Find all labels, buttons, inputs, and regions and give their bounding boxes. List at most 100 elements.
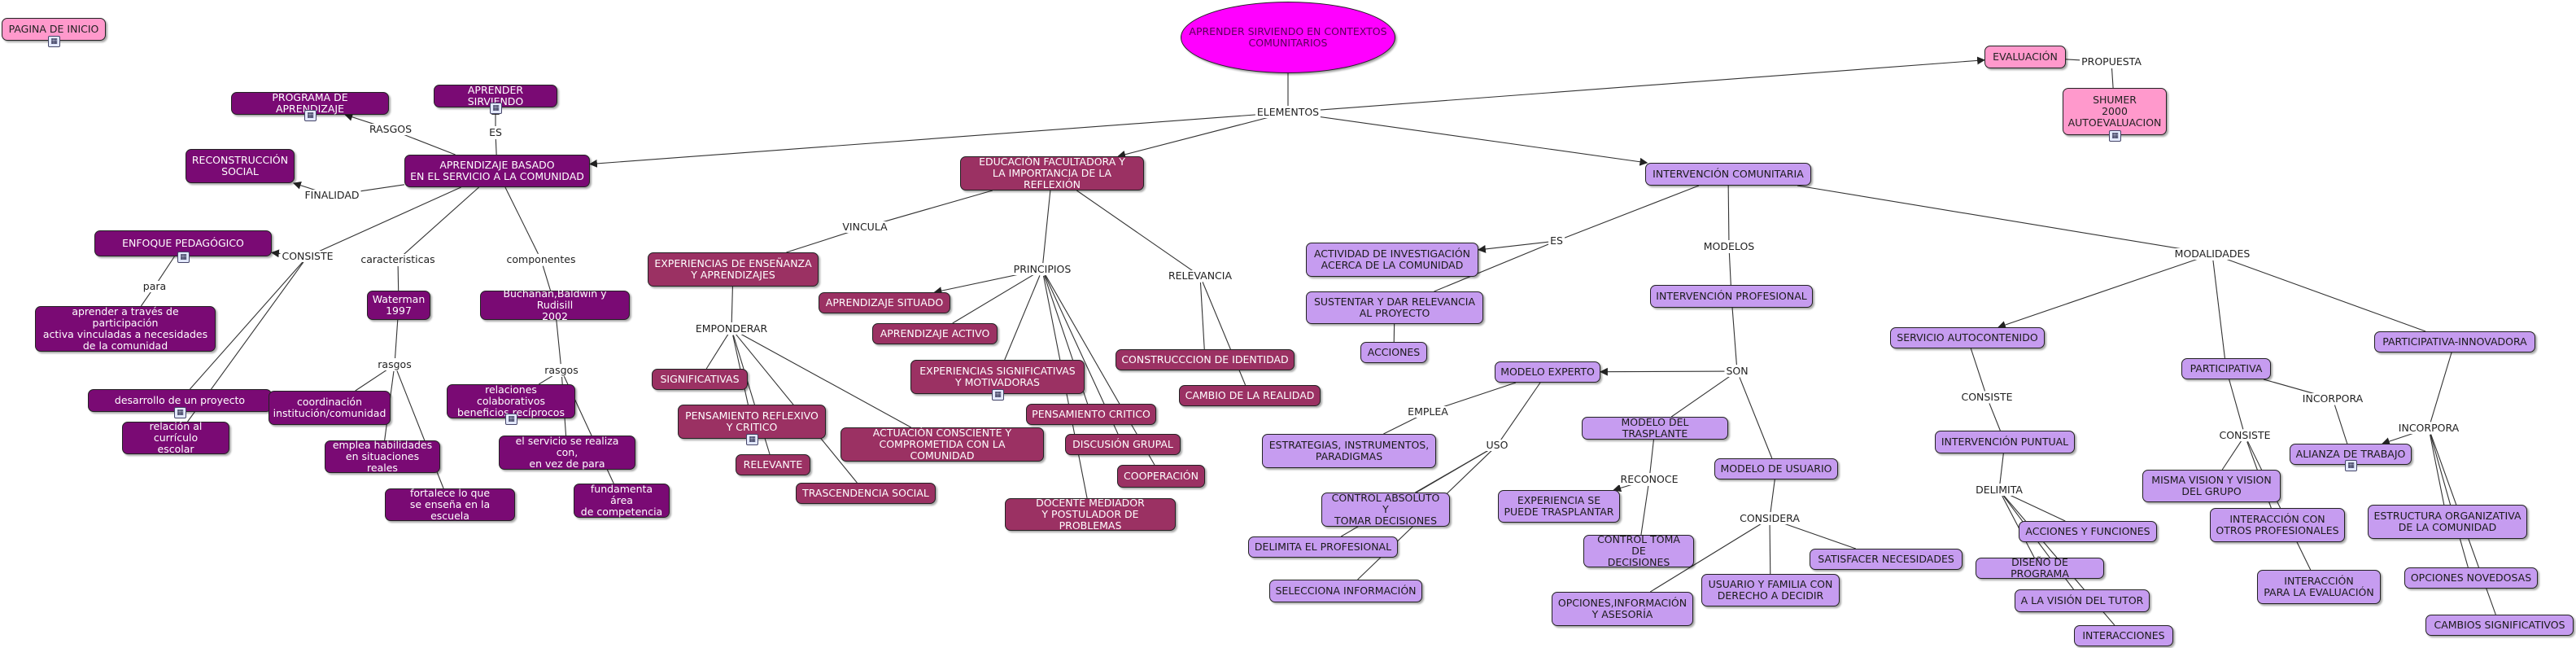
connector-line [504,186,539,255]
concept-node-inicio[interactable]: PAGINA DE INICIO [2,18,106,41]
attachment-icon[interactable]: ▦ [174,407,186,418]
concept-node-expsep[interactable]: EXPERIENCIA SE PUEDE TRASPLANTAR [1498,490,1620,523]
concept-node-edufac[interactable]: EDUCACIÓN FACULTADORA Y LA IMPORTANCIA D… [960,156,1144,190]
concept-node-selecc[interactable]: SELECCIONA INFORMACIÓN [1269,580,1422,602]
concept-node-modtras[interactable]: MODELO DEL TRASPLANTE [1582,417,1728,440]
concept-node-emplea[interactable]: emplea habilidades en situaciones reales [325,440,440,474]
attachment-icon[interactable]: ▦ [505,414,517,425]
concept-node-cambsig[interactable]: CAMBIOS SIGNIFICATIVOS [2425,615,2574,636]
connector-line [2229,379,2244,430]
concept-node-accfunc[interactable]: ACCIONES Y FUNCIONES [2019,521,2157,542]
concept-node-penscrit[interactable]: PENSAMIENTO CRITICO [1026,404,1156,425]
attachment-icon[interactable]: ▦ [177,252,190,263]
concept-node-docente[interactable]: DOCENTE MEDIADOR Y POSTULADOR DE PROBLEM… [1005,497,1176,532]
connector-line [736,331,911,428]
concept-node-evaluacion[interactable]: EVALUACIÓN [1984,46,2066,68]
concept-node-inteval[interactable]: INTERACCIÓN PARA LA EVALUACIÓN [2257,570,2381,604]
concept-node-relev[interactable]: RELEVANTE [736,454,810,475]
concept-node-usufam[interactable]: USUARIO Y FAMILIA CON DERECHO A DECIDIR [1701,574,1840,606]
connector-line [394,319,399,359]
link-label-para: para [141,280,168,292]
connector-line [2002,495,2035,558]
concept-node-pensref[interactable]: PENSAMIENTO REFLEXIVO Y CRITICO [678,405,826,439]
concept-node-particip[interactable]: PARTICIPATIVA [2181,358,2271,379]
connector-line [705,334,729,370]
concept-node-trasc[interactable]: TRASCENDENCIA SOCIAL [796,483,936,504]
concept-node-servreal[interactable]: el servicio se realiza con, en vez de pa… [499,436,635,470]
concept-node-apact[interactable]: APRENDIZAJE ACTIVO [872,323,998,344]
concept-node-vistutor[interactable]: A LA VISIÓN DEL TUTOR [2015,589,2150,612]
concept-node-controlabs[interactable]: CONTROL ABSOLUTO Y TOMAR DECISIONES [1321,493,1450,527]
link-label-uso: USO [1484,439,1510,451]
concept-node-fundam[interactable]: fundamenta área de competencia [574,484,670,518]
concept-node-delimita[interactable]: DELIMITA EL PROFESIONAL [1248,536,1398,558]
concept-node-prog[interactable]: PROGRAMA DE APRENDIZAJE [231,92,389,115]
concept-node-recon[interactable]: RECONSTRUCCIÓN SOCIAL [186,149,295,183]
concept-node-apsit[interactable]: APRENDIZAJE SITUADO [819,292,950,313]
concept-node-intprof[interactable]: INTERVENCIÓN PROFESIONAL [1650,285,1813,308]
attachment-icon[interactable]: ▦ [746,434,758,445]
connector-line [2218,256,2426,332]
concept-node-satisf[interactable]: SATISFACER NECESIDADES [1810,549,1963,570]
concept-node-opcnov[interactable]: OPCIONES NOVEDOSAS [2404,567,2538,589]
concept-node-signif[interactable]: SIGNIFICATIVAS [652,369,748,390]
concept-node-relcolab[interactable]: relaciones colaborativos beneficios recí… [447,384,575,418]
concept-node-abs[interactable]: APRENDIZAJE BASADO EN EL SERVICIO A LA C… [404,155,590,187]
concept-node-modusu[interactable]: MODELO DE USUARIO [1714,458,1838,479]
concept-node-estorg[interactable]: ESTRUCTURA ORGANIZATIVA DE LA COMUNIDAD [2368,505,2527,539]
concept-node-mismavis[interactable]: MISMA VISION Y VISION DEL GRUPO [2142,470,2281,502]
concept-node-actinv[interactable]: ACTIVIDAD DE INVESTIGACIÓN ACERCA DE LA … [1306,243,1478,277]
concept-node-waterman[interactable]: Waterman 1997 [367,291,430,320]
concept-node-sustentar[interactable]: SUSTENTAR Y DAR RELEVANCIA AL PROYECTO [1306,291,1483,324]
connector-line [402,186,479,256]
connector-line [1739,377,1773,459]
concept-node-interacc[interactable]: INTERACCIONES [2074,625,2173,646]
connector-line [2247,440,2312,571]
connector-line [1649,521,1765,593]
concept-node-coop[interactable]: COOPERACIÓN [1117,465,1205,488]
concept-node-coord[interactable]: coordinación institución/comunidad [269,391,391,425]
connector-line [1649,439,1654,474]
concept-node-partinnov[interactable]: PARTICIPATIVA-INNOVADORA [2374,331,2535,352]
concept-node-modexp[interactable]: MODELO EXPERTO [1495,361,1600,383]
concept-node-expsig[interactable]: EXPERIENCIAS SIGNIFICATIVAS Y MOTIVADORA… [910,360,1085,394]
concept-node-ctrltoma[interactable]: CONTROL TOMA DE DECISIONES [1583,534,1694,568]
concept-node-opciones[interactable]: OPCIONES,INFORMACIÓN Y ASESORÍA [1552,592,1693,626]
concept-node-constid[interactable]: CONSTRUCCCION DE IDENTIDAD [1116,349,1295,370]
connector-line [2430,434,2445,506]
attachment-icon[interactable]: ▦ [2345,460,2357,471]
concept-node-shumer[interactable]: SHUMER 2000 AUTOEVALUACION [2063,88,2167,135]
attachment-icon[interactable]: ▦ [992,389,1004,401]
concept-node-estrat[interactable]: ESTRATEGIAS, INSTRUMENTOS, PARADIGMAS [1262,434,1436,468]
concept-node-servauto[interactable]: SERVICIO AUTOCONTENIDO [1890,327,2045,348]
link-label-modalidades: MODALIDADES [2172,247,2252,260]
connector-line [2430,352,2452,423]
concept-node-discgr[interactable]: DISCUSIÓN GRUPAL [1065,434,1181,455]
concept-node-aprender[interactable]: aprender a través de participación activ… [35,306,216,352]
connector-line [1770,479,1775,513]
concept-node-root[interactable]: APRENDER SIRVIENDO EN CONTEXTOS COMUNITA… [1181,2,1395,73]
connector-line [2430,434,2469,568]
attachment-icon[interactable]: ▦ [2109,130,2121,142]
concept-node-fortalece[interactable]: fortalece lo que se enseña en la escuela [385,488,515,522]
concept-node-acciones[interactable]: ACCIONES [1360,342,1427,363]
link-label-incorpora1: INCORPORA [2300,392,2365,405]
concept-node-expens[interactable]: EXPERIENCIAS DE ENSEÑANZA Y APRENDIZAJES [648,252,819,287]
concept-node-disprog[interactable]: DISEÑO DE PROGRAMA [1976,557,2104,580]
concept-node-intconotros[interactable]: INTERACCIÓN CON OTROS PROFESIONALES [2210,508,2345,542]
connector-line [313,186,461,255]
concept-node-intcom[interactable]: INTERVENCIÓN COMUNITARIA [1645,163,1811,186]
connector-line [731,286,733,323]
concept-node-actcons[interactable]: ACTUACIÓN CONSCIENTE Y COMPROMETIDA CON … [840,427,1044,462]
link-label-consiste1: CONSISTE [280,250,335,262]
concept-node-cambio[interactable]: CAMBIO DE LA REALIDAD [1179,385,1321,406]
connector-line [397,265,399,291]
concept-node-relcurr[interactable]: relación al currículo escolar [122,421,229,455]
connector-line [1383,414,1423,435]
attachment-icon[interactable]: ▦ [48,36,60,47]
attachment-icon[interactable]: ▦ [490,103,502,114]
connector-line [1004,275,1041,361]
attachment-icon[interactable]: ▦ [304,110,317,121]
concept-node-intpunt[interactable]: INTERVENCIÓN PUNTUAL [1935,431,2075,453]
concept-node-buchanan[interactable]: Buchanan,Baldwin y Rudisill 2002 [480,288,630,322]
